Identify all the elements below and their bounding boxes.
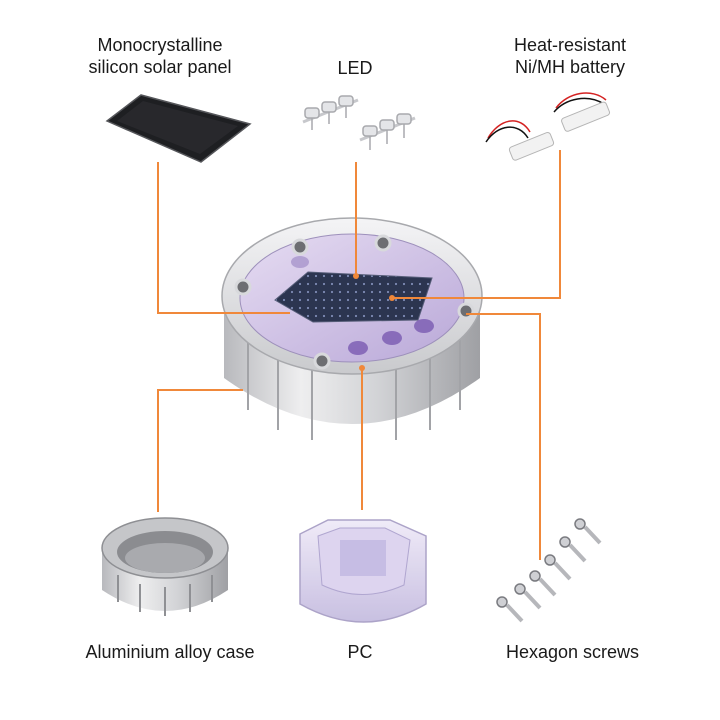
pc-cover-icon <box>299 519 427 623</box>
led-connector-dot <box>353 273 359 279</box>
solar-panel-label-line1: Monocrystalline <box>97 35 223 55</box>
battery-label-line2: Ni/MH battery <box>514 57 626 77</box>
case-connector <box>157 389 243 512</box>
aluminium-case-icon <box>101 517 229 616</box>
solar-panel-connector <box>157 162 290 314</box>
battery-connector-dot <box>389 295 395 301</box>
solar-panel-label-line2: silicon solar panel <box>88 57 232 77</box>
battery-label-line1: Heat-resistant <box>513 35 627 55</box>
pc-connector-dot <box>359 365 365 371</box>
led-label: LED <box>337 58 373 78</box>
screws-label: Hexagon screws <box>505 642 640 662</box>
battery-icon <box>485 92 611 161</box>
pc-label: PC <box>347 642 373 662</box>
solar-panel-icon <box>105 94 252 163</box>
solar-panel-label: Monocrystalline silicon solar panel <box>50 34 270 78</box>
battery-connector <box>392 150 561 299</box>
case-label: Aluminium alloy case <box>85 642 255 662</box>
led-icon <box>302 95 416 150</box>
screws-connector <box>466 313 541 560</box>
solar-road-stud-icon <box>221 217 483 440</box>
battery-label: Heat-resistant Ni/MH battery <box>465 34 675 78</box>
screw-icon <box>496 518 602 623</box>
